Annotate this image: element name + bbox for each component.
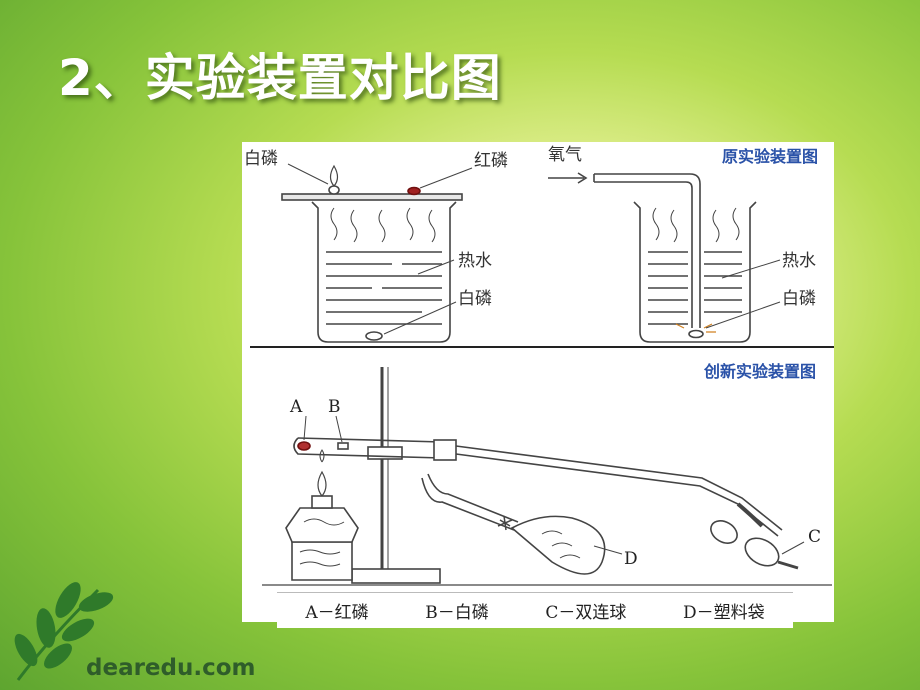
logo-text: dearedu.com	[86, 655, 256, 681]
legend-item-b: B－白磷	[425, 603, 489, 623]
beaker-left	[311, 201, 457, 343]
label-white-phosphorus-right: 白磷	[782, 289, 816, 309]
original-right-apparatus	[548, 172, 781, 343]
beaker-right	[633, 201, 757, 343]
label-red-phosphorus: 红磷	[474, 151, 508, 171]
original-left-apparatus	[281, 163, 473, 343]
label-oxygen: 氧气	[548, 145, 582, 165]
apparatus-drawing: 白磷 红磷 热水 白磷 原实验装置图 氧气	[244, 145, 834, 586]
innovative-apparatus	[262, 367, 832, 586]
legend-item-d: D－塑料袋	[683, 603, 765, 623]
legend: A－红磷 B－白磷 C－双连球 D－塑料袋	[277, 592, 793, 628]
leaf-branch-icon	[14, 582, 114, 681]
apparatus-figure: 白磷 红磷 热水 白磷 原实验装置图 氧气	[242, 142, 834, 628]
slide-title: 2、实验装置对比图	[58, 49, 502, 107]
legend-item-c: C－双连球	[545, 603, 627, 623]
label-hot-water-right: 热水	[782, 251, 816, 271]
label-c: C	[808, 527, 821, 547]
heading-original: 原实验装置图	[722, 147, 818, 166]
heading-innovative: 创新实验装置图	[703, 362, 816, 381]
label-a: A	[289, 397, 303, 417]
alcohol-lamp-body	[291, 541, 353, 581]
legend-item-a: A－红磷	[305, 603, 369, 623]
label-b: B	[328, 397, 341, 417]
copper-plate	[281, 193, 463, 201]
stand-base	[351, 568, 441, 584]
label-d: D	[624, 549, 638, 569]
label-hot-water-left: 热水	[458, 251, 492, 271]
label-white-phosphorus-left: 白磷	[458, 289, 492, 309]
label-white-phosphorus-top: 白磷	[244, 149, 278, 169]
